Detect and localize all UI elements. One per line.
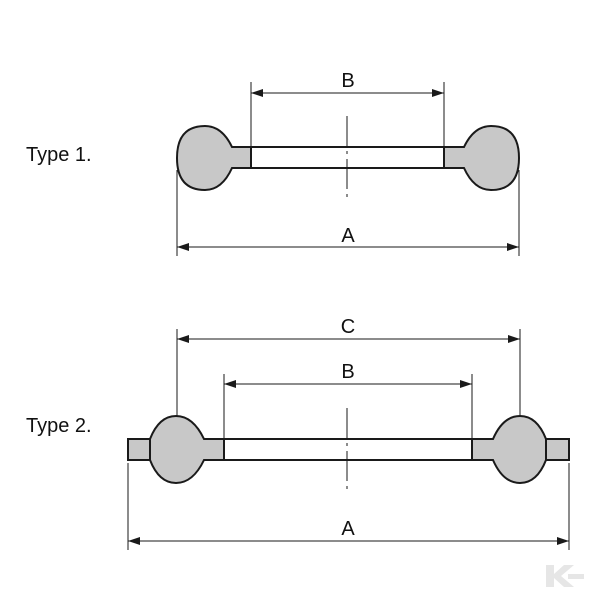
brand-logo-watermark — [546, 565, 584, 587]
type2-extension-lines — [127, 329, 570, 550]
type2-title: Type 2. — [26, 415, 92, 437]
type1-dimension-a-label: A — [341, 225, 355, 247]
type2-right-bead-section — [471, 414, 547, 485]
type2-left-flange-tab — [127, 438, 153, 461]
type2-right-flange-tab — [544, 438, 570, 461]
type2-dimension-c-label: C — [341, 316, 355, 338]
type2-ring-band — [223, 438, 473, 461]
type1-right-bead-section — [443, 124, 521, 192]
type1-left-bead-section — [175, 124, 252, 192]
type1-group: Type 1. B A — [26, 70, 521, 256]
type1-title: Type 1. — [26, 144, 92, 166]
type2-group: Type 2. C B A — [26, 316, 570, 550]
type2-dimension-a-label: A — [341, 518, 355, 540]
type1-dimension-b-label: B — [341, 70, 354, 92]
type2-left-bead-section — [149, 414, 225, 485]
type2-dimension-b-label: B — [341, 361, 354, 383]
